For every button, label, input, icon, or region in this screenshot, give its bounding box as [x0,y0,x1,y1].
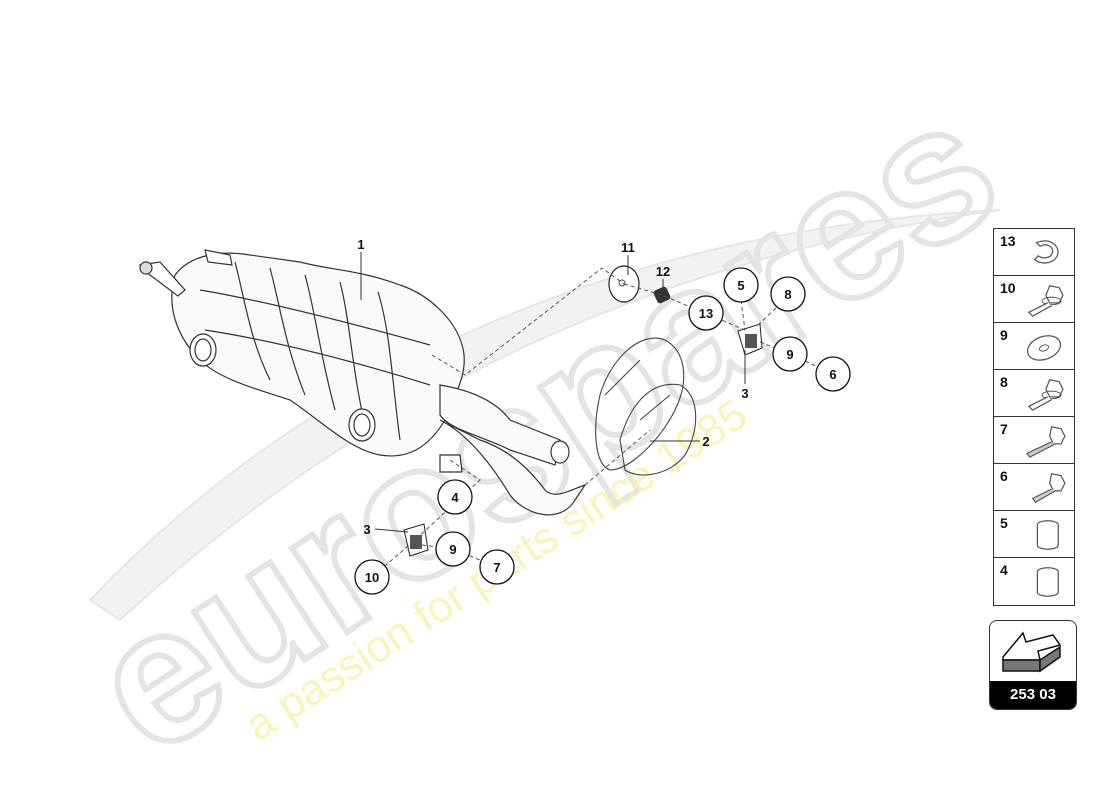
callout-13[interactable]: 13 [688,295,724,331]
callout-label: 9 [786,347,793,362]
callout-9[interactable]: 9 [772,336,808,372]
callout-label: 8 [784,287,791,302]
legend-number: 13 [1000,233,1016,249]
callout-label: 11 [621,240,635,255]
hex-flange-bolt-icon [1027,379,1064,411]
muffler-body [138,249,587,516]
callout-11[interactable]: 11 [621,240,635,255]
legend-row-13[interactable]: 13 [994,229,1074,276]
legend-row-8[interactable]: 8 [994,370,1074,417]
sleeve-icon [1036,520,1059,550]
callout-circle [437,479,473,515]
callout-circle [688,295,724,331]
legend-number: 8 [1000,374,1008,390]
callout-label: 13 [699,306,713,321]
callout-10[interactable]: 10 [354,559,390,595]
callout-label: 12 [656,264,670,279]
legend-number: 4 [1000,562,1008,578]
callout-1[interactable]: 1 [357,237,364,252]
hex-bolt-long-icon [1026,426,1066,458]
circlip-icon [1033,240,1059,264]
parts-legend: 13 10 9 8 7 6 5 4 [993,228,1075,606]
callout-label: 5 [737,278,744,293]
svg-text:eurospares: eurospares [57,59,1032,795]
callout-label: 6 [829,367,836,382]
callout-8[interactable]: 8 [770,276,806,312]
callout-label: 10 [365,570,379,585]
legend-number: 10 [1000,280,1016,296]
callout-circle [354,559,390,595]
callout-2[interactable]: 2 [702,434,709,449]
bracket-right-part [737,323,763,356]
hex-flange-bolt-icon [1027,285,1064,317]
legend-number: 7 [1000,421,1008,437]
callout-label: 2 [702,434,709,449]
callout-circle [479,549,515,585]
callout-label: 3 [363,522,370,537]
legend-row-9[interactable]: 9 [994,323,1074,370]
legend-number: 6 [1000,468,1008,484]
callout-3[interactable]: 3 [741,386,748,401]
callout-circle [723,267,759,303]
callout-12[interactable]: 12 [656,264,670,279]
reference-box[interactable]: 253 03 [989,620,1077,710]
callout-circle [815,356,851,392]
legend-row-7[interactable]: 7 [994,417,1074,464]
callout-circle [770,276,806,312]
callout-7[interactable]: 7 [479,549,515,585]
callout-4[interactable]: 4 [437,479,473,515]
heat-shield [595,337,697,476]
callout-6[interactable]: 6 [815,356,851,392]
legend-row-5[interactable]: 5 [994,511,1074,558]
callout-circle [772,336,808,372]
legend-number: 9 [1000,327,1008,343]
callout-3[interactable]: 3 [363,522,370,537]
leader-lines [360,252,746,533]
legend-row-6[interactable]: 6 [994,464,1074,511]
callout-label: 3 [741,386,748,401]
direction-arrow-icon [1002,631,1062,673]
reference-number: 253 03 [990,681,1076,709]
callout-5[interactable]: 5 [723,267,759,303]
bracket-left-part [403,523,429,557]
legend-row-10[interactable]: 10 [994,276,1074,323]
sleeve-icon [1036,567,1059,597]
hex-bolt-icon [1031,473,1066,503]
legend-number: 5 [1000,515,1008,531]
callout-circle [435,531,471,567]
callout-9[interactable]: 9 [435,531,471,567]
callout-label: 4 [451,490,459,505]
callout-label: 1 [357,237,364,252]
watermark-brand: eurospares [54,56,1035,798]
rubber-mount-part [653,286,671,304]
legend-row-4[interactable]: 4 [994,558,1074,605]
callout-label: 7 [493,560,500,575]
washer-icon [1026,335,1062,361]
callout-label: 9 [449,542,456,557]
